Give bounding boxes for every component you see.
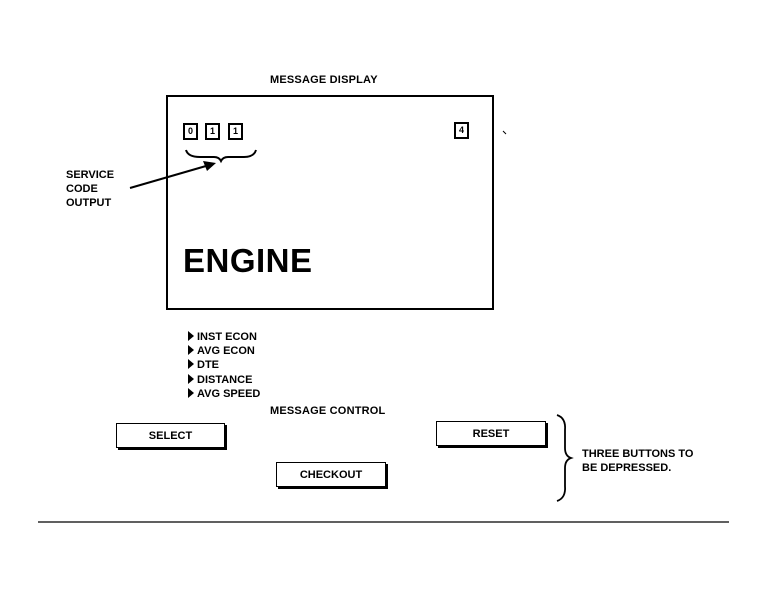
note-line: BE DEPRESSED. — [582, 462, 672, 474]
service-code-arrow — [129, 165, 207, 189]
service-code-digit: 0 — [183, 123, 198, 140]
arrow-head — [203, 161, 216, 171]
buttons-brace — [556, 414, 574, 502]
select-button[interactable]: SELECT — [116, 423, 225, 448]
menu-item-distance: DISTANCE — [188, 374, 252, 386]
triangle-icon — [188, 359, 194, 369]
service-label-line: CODE — [66, 183, 98, 195]
reset-button[interactable]: RESET — [436, 421, 546, 446]
three-buttons-note: THREE BUTTONS TO BE DEPRESSED. — [582, 447, 693, 475]
triangle-icon — [188, 345, 194, 355]
checkout-button[interactable]: CHECKOUT — [276, 462, 386, 487]
code-brace — [185, 149, 257, 164]
menu-item-dte: DTE — [188, 359, 219, 371]
triangle-icon — [188, 388, 194, 398]
service-code-digit: 1 — [228, 123, 243, 140]
triangle-icon — [188, 331, 194, 341]
menu-item-avg-speed: AVG SPEED — [188, 388, 260, 400]
message-display-title: MESSAGE DISPLAY — [270, 74, 378, 86]
service-label-line: OUTPUT — [66, 197, 112, 209]
message-control-title: MESSAGE CONTROL — [270, 405, 386, 417]
right-indicator-digit: 4 — [454, 122, 469, 139]
service-label-line: SERVICE — [66, 169, 115, 181]
message-display-panel — [166, 95, 494, 310]
service-code-digit: 1 — [205, 123, 220, 140]
triangle-icon — [188, 374, 194, 384]
service-code-output-label: SERVICE CODE OUTPUT — [66, 168, 114, 210]
note-line: THREE BUTTONS TO — [582, 448, 694, 460]
menu-item-inst-econ: INST ECON — [188, 331, 257, 343]
tick-mark — [502, 130, 507, 135]
menu-item-avg-econ: AVG ECON — [188, 345, 255, 357]
engine-message: ENGINE — [183, 242, 313, 279]
